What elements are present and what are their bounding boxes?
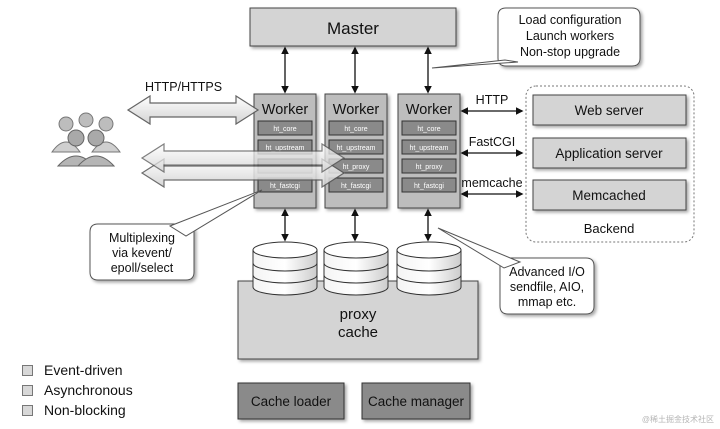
client-arrow-middle (140, 142, 346, 174)
memcached-box (532, 179, 687, 211)
web-server-box (532, 94, 687, 126)
io-note-line-3: mmap etc. (518, 295, 576, 309)
fastcgi-label: FastCGI (469, 135, 516, 149)
users-icon (51, 112, 121, 167)
master-label: Master (327, 19, 379, 38)
legend-item-asynchronous: Asynchronous (22, 380, 133, 400)
config-note-line-3: Non-stop upgrade (520, 45, 620, 59)
worker-3-module-box (401, 158, 457, 174)
worker-3-module-2: ht_upstream (410, 145, 449, 152)
legend: Event-driven Asynchronous Non-blocking (22, 360, 133, 420)
worker-1-module-4: ht_fastcgi (270, 183, 300, 190)
worker-3-label: Worker (406, 102, 453, 118)
worker-2-module-1: ht_core (344, 126, 367, 133)
proxy-cache-line-1: proxy (340, 306, 377, 323)
worker-2-module-box (328, 177, 384, 193)
worker-2-module-3: ht_proxy (343, 164, 370, 171)
worker-2-module-4: ht_fastcgi (341, 183, 371, 190)
legend-item-event-driven: Event-driven (22, 360, 133, 380)
cache-loader-box: Cache loader (237, 382, 345, 420)
legend-square-icon (22, 384, 33, 396)
config-note-line-1: Load configuration (519, 13, 622, 27)
worker-2-module-box (328, 139, 384, 155)
disk-3-icon (396, 241, 462, 296)
application-server-box (532, 137, 687, 169)
legend-square-icon (22, 364, 33, 376)
memcached-label: Memcached (572, 188, 646, 203)
io-note: Advanced I/O sendfile, AIO, mmap etc. (437, 227, 595, 315)
worker-2: Worker ht_core ht_upstream ht_proxy ht_f… (324, 93, 388, 209)
worker-3-module-box (401, 139, 457, 155)
master-box: Master (249, 7, 457, 47)
backend-group: Web server Application server Memcached … (525, 85, 695, 243)
legend-label: Event-driven (44, 362, 123, 378)
config-note-line-2: Launch workers (526, 29, 614, 43)
cache-manager-label: Cache manager (368, 394, 465, 409)
client-arrow-upper (126, 94, 260, 126)
worker-1-label: Worker (262, 102, 309, 118)
backend-title: Backend (584, 221, 635, 236)
cache-loader-label: Cache loader (251, 394, 332, 409)
legend-label: Asynchronous (44, 382, 133, 398)
worker-2-module-box (328, 120, 384, 136)
worker-3-module-box (401, 177, 457, 193)
application-server-label: Application server (555, 146, 663, 161)
config-note: Load configuration Launch workers Non-st… (431, 7, 641, 69)
worker-3-module-3: ht_proxy (416, 164, 443, 171)
http-label: HTTP (476, 93, 509, 107)
cache-manager-box: Cache manager (361, 382, 471, 420)
multiplex-note-line-1: Multiplexing (109, 231, 175, 245)
disk-1-icon (252, 241, 318, 296)
worker-3-module-1: ht_core (417, 126, 440, 133)
worker-1-module-2: ht_upstream (266, 145, 305, 152)
worker-2-module-2: ht_upstream (337, 145, 376, 152)
multiplex-note-line-2: via kevent/ (112, 246, 172, 260)
watermark: @稀土掘金技术社区 (641, 415, 714, 424)
web-server-label: Web server (575, 103, 644, 118)
multiplex-note: Multiplexing via kevent/ epoll/select (89, 189, 263, 281)
disk-2-icon (323, 241, 389, 296)
worker-1-module-box (257, 120, 313, 136)
legend-label: Non-blocking (44, 402, 126, 418)
protocol-label: HTTP/HTTPS (145, 80, 222, 94)
worker-3-module-box (401, 120, 457, 136)
worker-3: Worker ht_core ht_upstream ht_proxy ht_f… (397, 93, 461, 209)
memcache-label: memcache (461, 176, 522, 190)
worker-1-module-1: ht_core (273, 126, 296, 133)
worker-3-module-4: ht_fastcgi (414, 183, 444, 190)
legend-square-icon (22, 404, 33, 416)
legend-item-non-blocking: Non-blocking (22, 400, 133, 420)
proxy-cache-line-2: cache (338, 324, 378, 341)
io-note-line-1: Advanced I/O (509, 265, 585, 279)
multiplex-note-line-3: epoll/select (111, 261, 174, 275)
worker-2-label: Worker (333, 102, 380, 118)
io-note-line-2: sendfile, AIO, (510, 280, 584, 294)
